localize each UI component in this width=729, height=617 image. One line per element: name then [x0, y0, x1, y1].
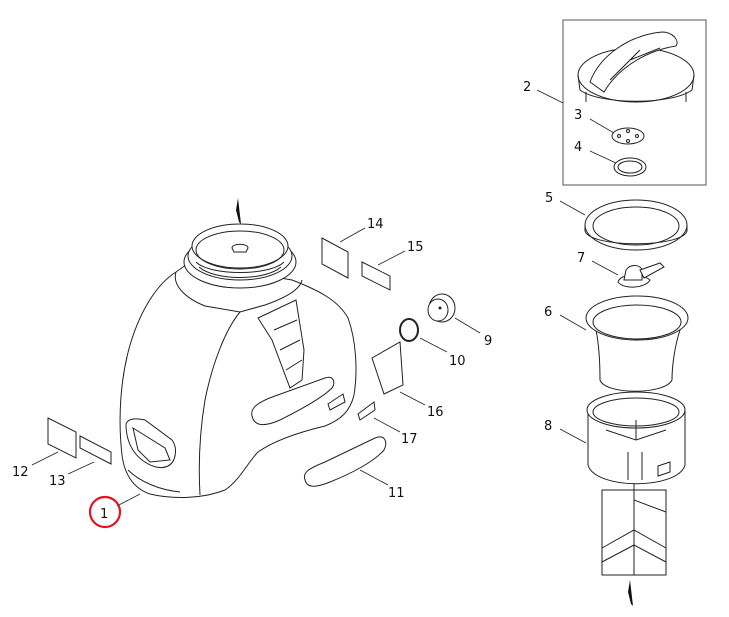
part-9-cap[interactable] [427, 293, 456, 323]
part-4-gasket[interactable] [613, 157, 647, 177]
part-5-ring[interactable] [584, 199, 688, 251]
callout-9[interactable]: 9 [484, 334, 492, 349]
callout-6[interactable]: 6 [544, 305, 552, 320]
part-12-decal[interactable] [47, 417, 77, 459]
callout-16[interactable]: 16 [427, 405, 444, 420]
callout-2[interactable]: 2 [523, 80, 531, 95]
callout-11[interactable]: 11 [388, 486, 405, 501]
callout-3[interactable]: 3 [574, 108, 582, 123]
part-16-decal[interactable] [371, 341, 404, 395]
callout-13[interactable]: 13 [49, 474, 66, 489]
callout-5[interactable]: 5 [545, 191, 553, 206]
callout-8[interactable]: 8 [544, 419, 552, 434]
callout-14[interactable]: 14 [367, 217, 384, 232]
direction-arrow-icon [236, 198, 241, 224]
callout-15[interactable]: 15 [407, 240, 424, 255]
part-6-basket[interactable] [585, 295, 689, 392]
direction-arrow-icon [628, 580, 633, 606]
part-2-lid[interactable] [577, 31, 695, 103]
callout-17[interactable]: 17 [401, 432, 418, 447]
callout-10[interactable]: 10 [449, 354, 466, 369]
callout-12[interactable]: 12 [12, 465, 29, 480]
callout-4[interactable]: 4 [574, 140, 582, 155]
highlight-circle [88, 495, 122, 529]
part-8-strainer[interactable] [586, 391, 686, 576]
part-7-valve[interactable] [617, 262, 665, 288]
part-10-o-ring[interactable] [399, 318, 419, 342]
callout-1[interactable]: 1 [100, 507, 108, 522]
part-14-decal[interactable] [321, 237, 349, 279]
part-2-kit-box [562, 19, 707, 186]
part-11-trim[interactable] [303, 436, 387, 487]
leader-lines [31, 89, 619, 507]
part-1-tank[interactable] [119, 223, 357, 498]
part-17-decal[interactable] [357, 401, 376, 421]
callout-7[interactable]: 7 [577, 251, 585, 266]
part-15-decal[interactable] [361, 261, 391, 291]
part-3-disc[interactable] [611, 127, 645, 145]
part-13-decal[interactable] [79, 435, 112, 465]
